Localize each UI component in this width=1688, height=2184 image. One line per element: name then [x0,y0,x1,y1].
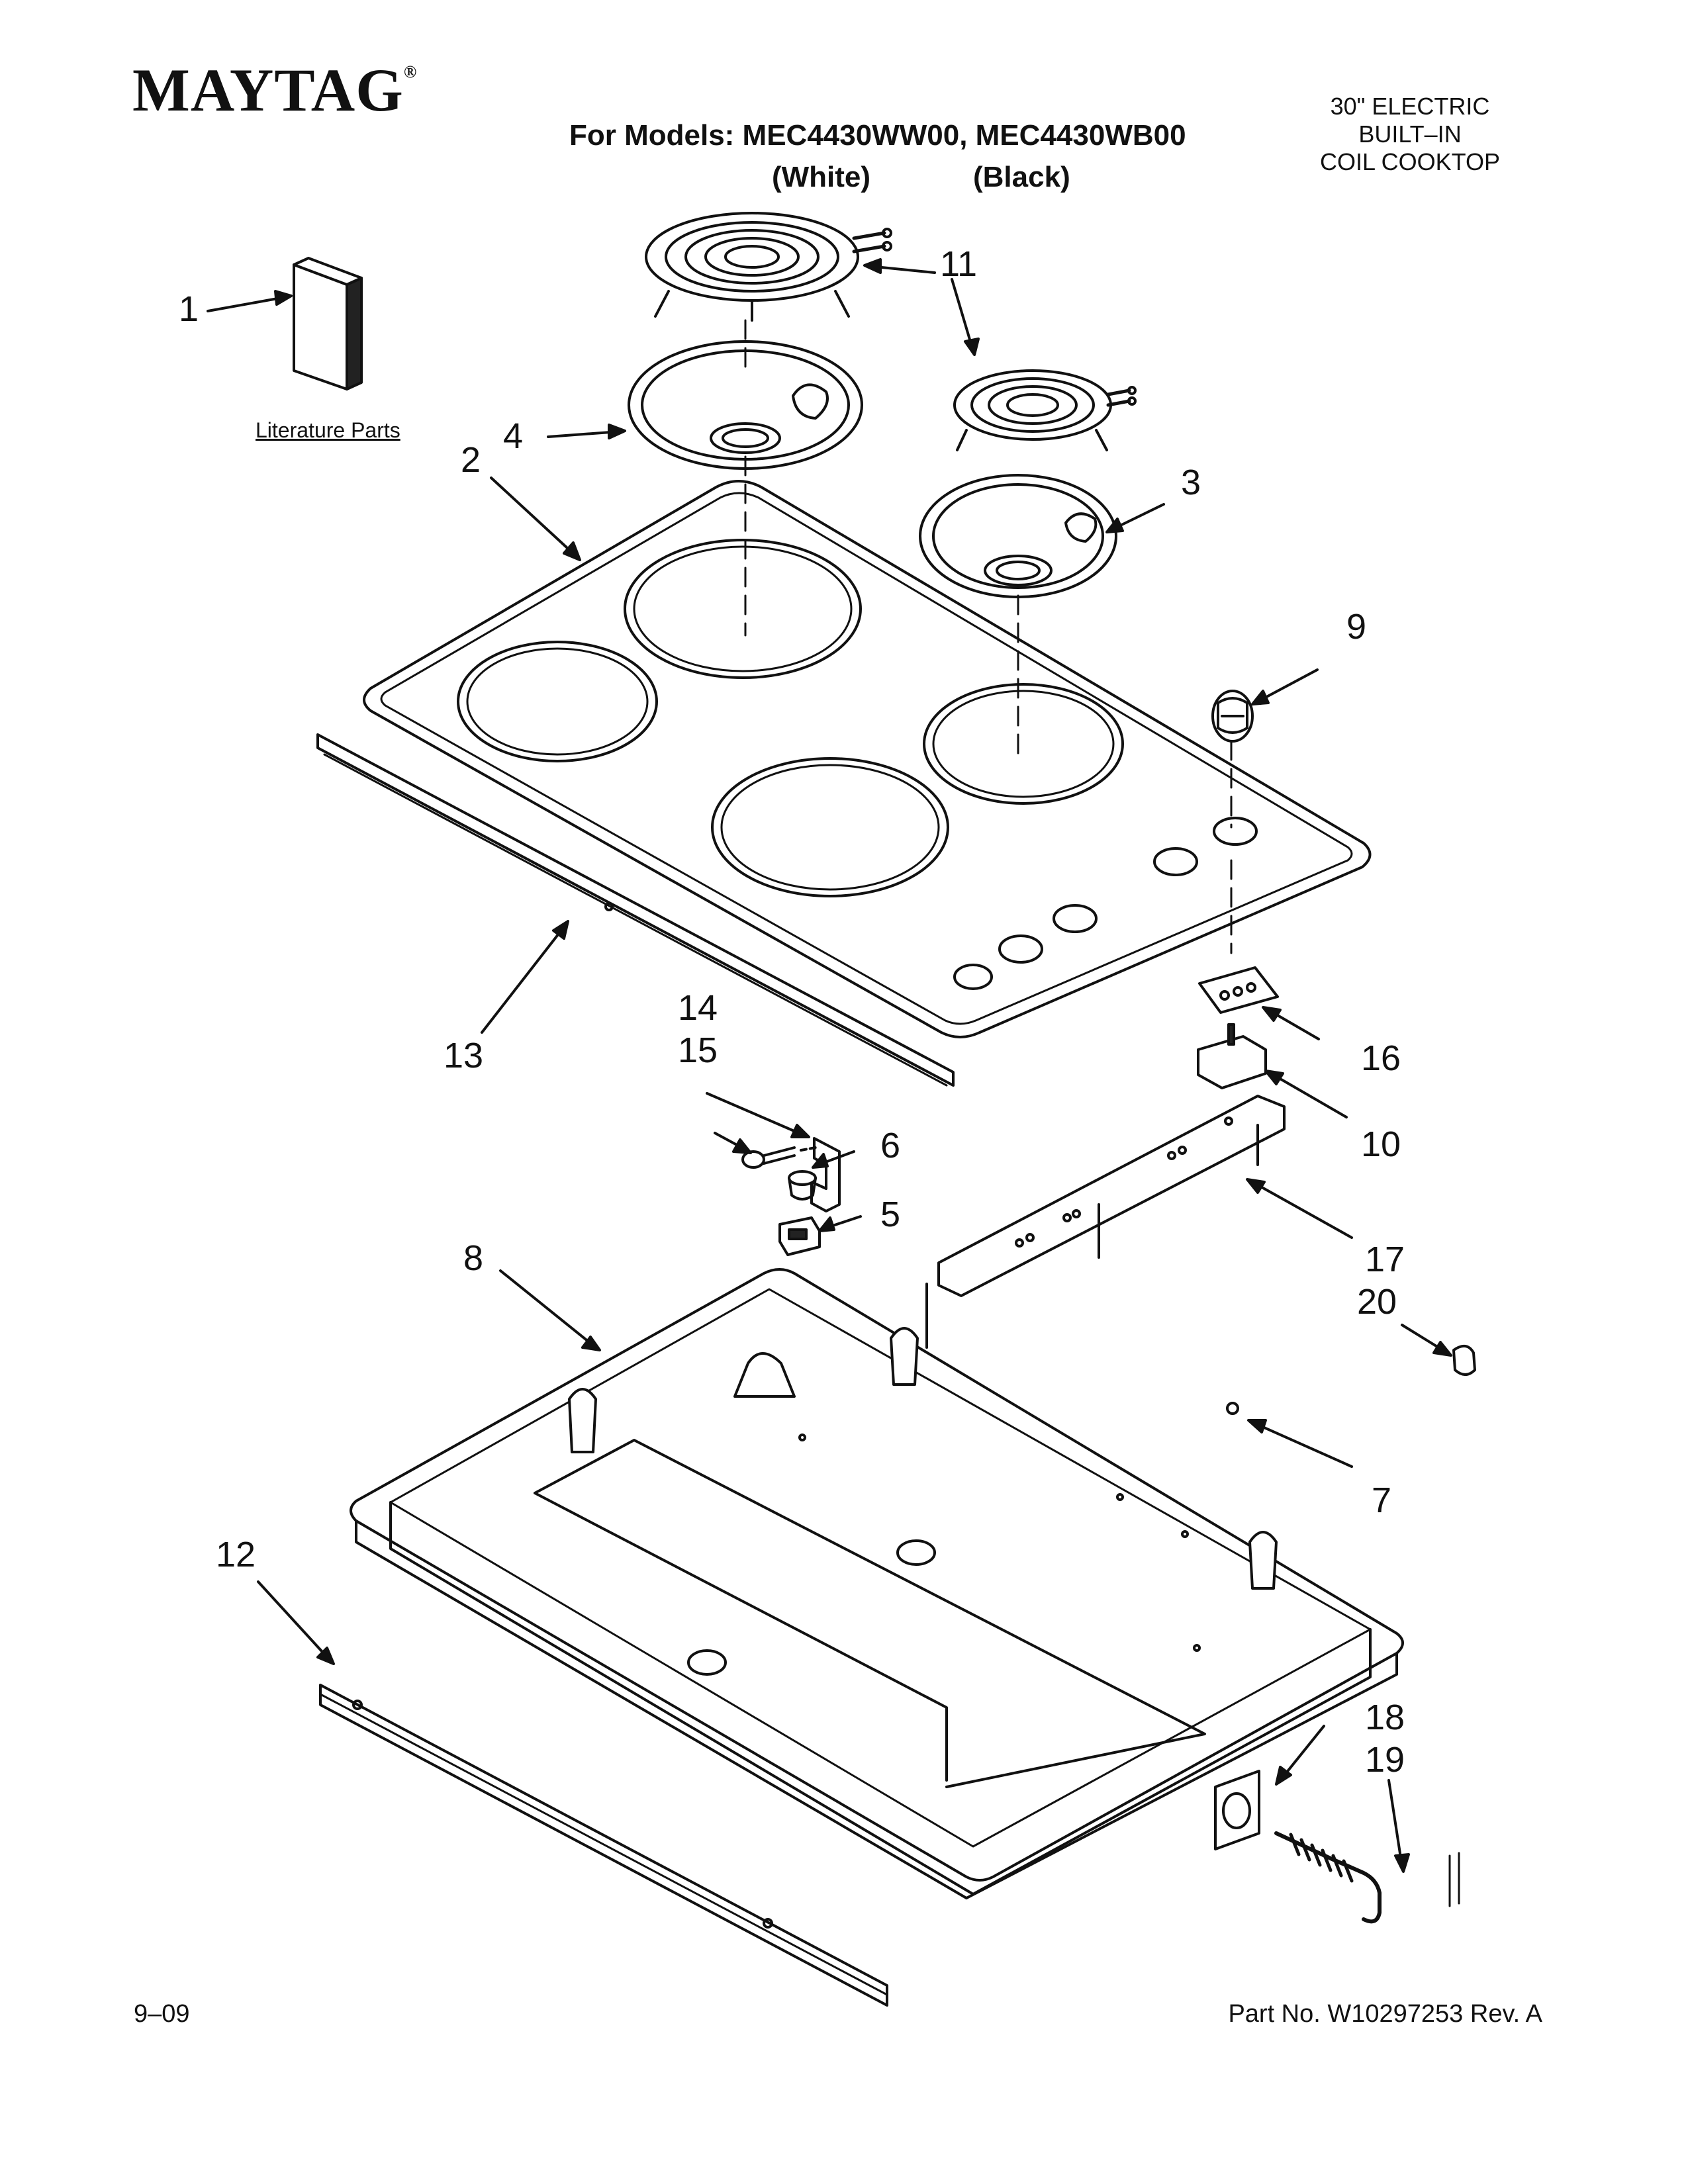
callout-9: 9 [1346,607,1367,647]
callout-4: 4 [503,416,524,456]
callout-19: 19 [1365,1740,1405,1780]
small-parts [778,1170,821,1256]
large-surface-element [645,212,892,322]
revision-date: 9–09 [134,2000,190,2028]
conduit-assembly [1214,1770,1460,1924]
callout-14: 14 [678,988,718,1028]
callout-15: 15 [678,1030,718,1070]
callout-8: 8 [463,1238,484,1278]
front-trim-rail [316,733,955,1087]
part-number: Part No. W10297253 Rev. A [1228,2000,1542,2028]
switch-assembly [1197,966,1279,1089]
callout-1: 1 [179,289,199,329]
callout-20: 20 [1357,1282,1397,1322]
callout-18: 18 [1365,1698,1405,1737]
small-drip-bowl [919,474,1117,598]
small-surface-element [953,369,1137,451]
callout-13: 13 [444,1036,484,1075]
burner-box [350,1268,1404,1899]
control-bracket [925,1095,1286,1349]
callout-16: 16 [1361,1038,1401,1078]
maytag-logo: MAYTAG® [132,56,418,124]
callout-6: 6 [880,1126,901,1165]
variant-black-label: (Black) [973,161,1070,193]
product-desc-line-2: BUILT–IN [1358,120,1462,148]
callout-11: 11 [940,244,978,284]
callout-12: 12 [216,1535,256,1574]
literature-parts-label: Literature Parts [256,418,400,442]
product-desc-line-1: 30" ELECTRIC [1330,93,1490,120]
product-description: 30" ELECTRIC BUILT–IN COIL COOKTOP [1278,93,1542,176]
callout-leaders [207,258,1452,1873]
callout-3: 3 [1181,463,1201,502]
callout-17: 17 [1365,1240,1405,1279]
callout-2: 2 [461,440,481,480]
control-knob [1211,690,1254,743]
product-desc-line-3: COIL COOKTOP [1319,148,1501,175]
callout-7: 7 [1372,1480,1392,1520]
bottom-rail [319,1684,888,2007]
models-title: For Models: MEC4430WW00, MEC4430WB00 [569,119,1186,152]
main-cooktop [363,480,1372,1038]
clip-and-nut [1226,1345,1476,1415]
callout-10: 10 [1361,1124,1401,1164]
variant-white-label: (White) [772,161,871,193]
literature-booklet [293,257,363,390]
callout-5: 5 [880,1195,901,1234]
